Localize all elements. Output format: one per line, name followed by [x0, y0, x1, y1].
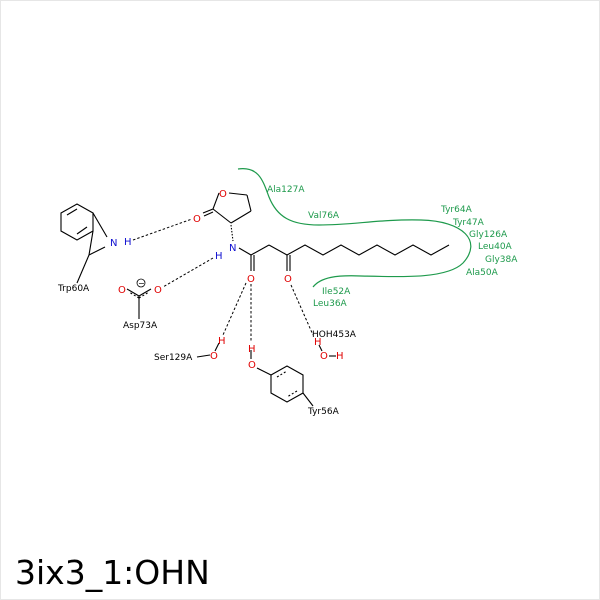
page-title: 3ix3_1:OHN — [15, 553, 210, 592]
label-tyr47: Tyr47A — [452, 218, 485, 228]
trp-hydrogen: H — [124, 237, 132, 248]
label-ile52: Ile52A — [322, 287, 351, 297]
hydrophobic-contact-arc — [237, 168, 472, 288]
tyr-hydrogen: H — [248, 344, 256, 355]
acyl-chain — [238, 244, 450, 271]
label-val76: Val76A — [308, 211, 340, 221]
label-asp73: Asp73A — [123, 321, 158, 331]
label-ser129: Ser129A — [154, 353, 193, 363]
amide-hydrogen: H — [215, 251, 223, 262]
asp-charge-circle — [136, 278, 146, 288]
lactone-ring — [202, 192, 252, 242]
trp60-indole — [60, 203, 108, 284]
hbond-o-ser129 — [222, 282, 247, 336]
label-tyr64: Tyr64A — [440, 205, 473, 215]
hbond-trp60-o — [132, 218, 193, 241]
asp-charge-sign: − — [138, 279, 145, 288]
ser-hydrogen: H — [218, 336, 226, 347]
lactone-carbonyl-oxygen: O — [193, 214, 201, 225]
ser129-oh-bond — [214, 342, 220, 352]
amide-nitrogen: N — [229, 243, 236, 254]
asp73-carboxylate — [126, 288, 152, 319]
keto-oxygen: O — [284, 274, 292, 285]
tyr-oxygen: O — [248, 360, 256, 371]
label-ala50: Ala50A — [466, 268, 499, 278]
label-hoh453: HOH453A — [312, 330, 357, 340]
amide-oxygen: O — [247, 274, 255, 285]
label-leu40: Leu40A — [478, 242, 513, 252]
ser129-bond — [196, 354, 211, 358]
trp-nitrogen: N — [110, 238, 117, 249]
label-ala127: Ala127A — [267, 185, 305, 195]
label-tyr56: Tyr56A — [307, 407, 340, 417]
label-gly126: Gly126A — [469, 230, 508, 240]
ring-oxygen: O — [219, 189, 227, 200]
hoh-oxygen: O — [320, 351, 328, 362]
tyr56-phenol — [250, 350, 314, 407]
hoh453-bond-1 — [318, 344, 323, 352]
ser-oxygen: O — [210, 351, 218, 362]
asp-oxygen-2: O — [154, 285, 162, 296]
hbond-o-hoh453 — [290, 284, 314, 336]
asp-oxygen-1: O — [118, 285, 126, 296]
label-gly38: Gly38A — [485, 255, 518, 265]
hoh-hydrogen-1: H — [314, 337, 322, 348]
hoh-hydrogen-2: H — [336, 351, 344, 362]
label-leu36: Leu36A — [313, 299, 348, 309]
label-trp60: Trp60A — [57, 284, 90, 294]
hbond-nh-asp73 — [162, 257, 214, 288]
